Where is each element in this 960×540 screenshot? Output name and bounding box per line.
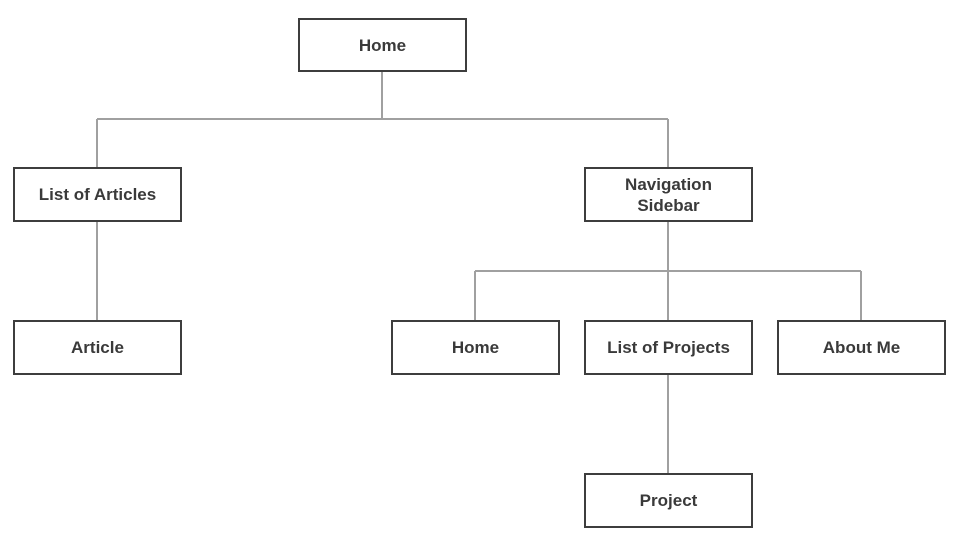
edge-sidebar-to-children (474, 221, 862, 321)
node-article: Article (13, 320, 182, 375)
node-navigation-sidebar-label: Navigation Sidebar (625, 174, 712, 215)
node-article-label: Article (71, 338, 124, 357)
edge-home-to-children (96, 71, 669, 168)
node-home-root-label: Home (358, 35, 407, 55)
node-navigation-sidebar: Navigation Sidebar (584, 167, 753, 222)
node-about-me: About Me (777, 320, 946, 375)
node-list-of-articles-label: List of Articles (38, 185, 157, 204)
node-nav-home: Home (391, 320, 560, 375)
node-project-label: Project (639, 491, 698, 510)
node-home-root: Home (298, 18, 467, 72)
node-project: Project (584, 473, 753, 528)
node-nav-home-label: Home (451, 338, 500, 357)
node-list-of-projects: List of Projects (584, 320, 753, 375)
node-list-of-articles: List of Articles (13, 167, 182, 222)
node-about-me-label: About Me (822, 338, 901, 357)
node-list-of-projects-label: List of Projects (607, 338, 730, 357)
